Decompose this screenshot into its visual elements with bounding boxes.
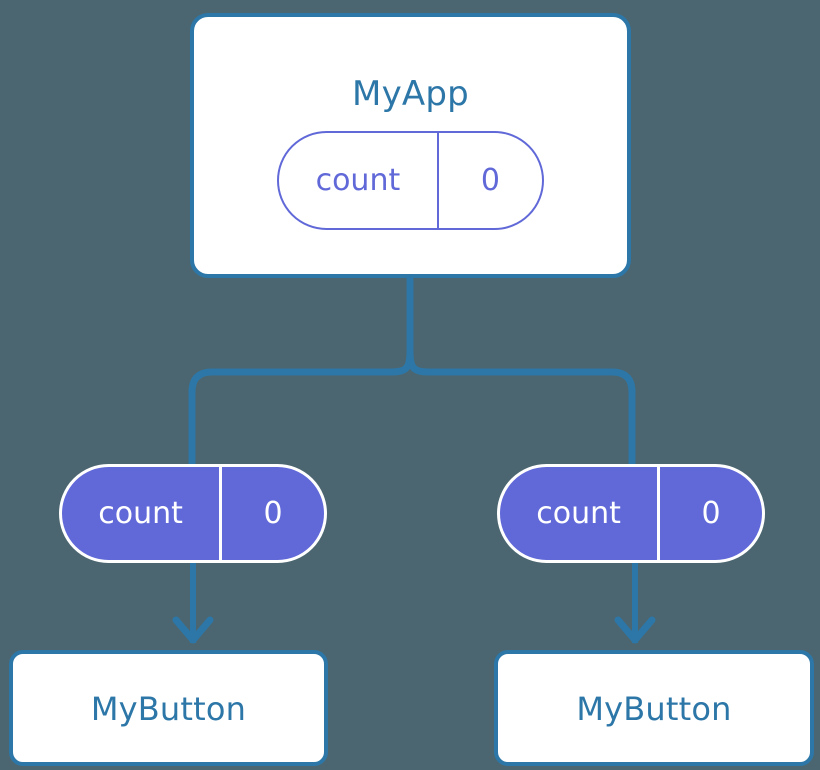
- connector-branch-left: [188, 351, 414, 466]
- props-pill-right[interactable]: count 0: [497, 464, 765, 563]
- arrow-down-icon-right: [614, 616, 656, 644]
- component-node-mybutton-left[interactable]: MyButton: [9, 650, 328, 766]
- state-pill-count[interactable]: count 0: [277, 131, 544, 230]
- props-pill-left-key: count: [98, 495, 183, 531]
- connector-branch-right: [406, 351, 636, 466]
- props-pill-right-key: count: [536, 495, 621, 531]
- props-pill-right-value: 0: [657, 467, 762, 560]
- props-pill-left-value: 0: [219, 467, 324, 560]
- component-node-mybutton-right[interactable]: MyButton: [494, 650, 814, 766]
- component-label-mybutton-left: MyButton: [90, 690, 247, 728]
- props-pill-left[interactable]: count 0: [59, 464, 327, 563]
- state-pill-value: 0: [436, 133, 542, 228]
- component-label-myapp: MyApp: [352, 74, 469, 114]
- arrow-down-icon-left: [172, 616, 214, 644]
- state-pill-key: count: [315, 162, 401, 198]
- component-label-mybutton-right: MyButton: [576, 690, 732, 728]
